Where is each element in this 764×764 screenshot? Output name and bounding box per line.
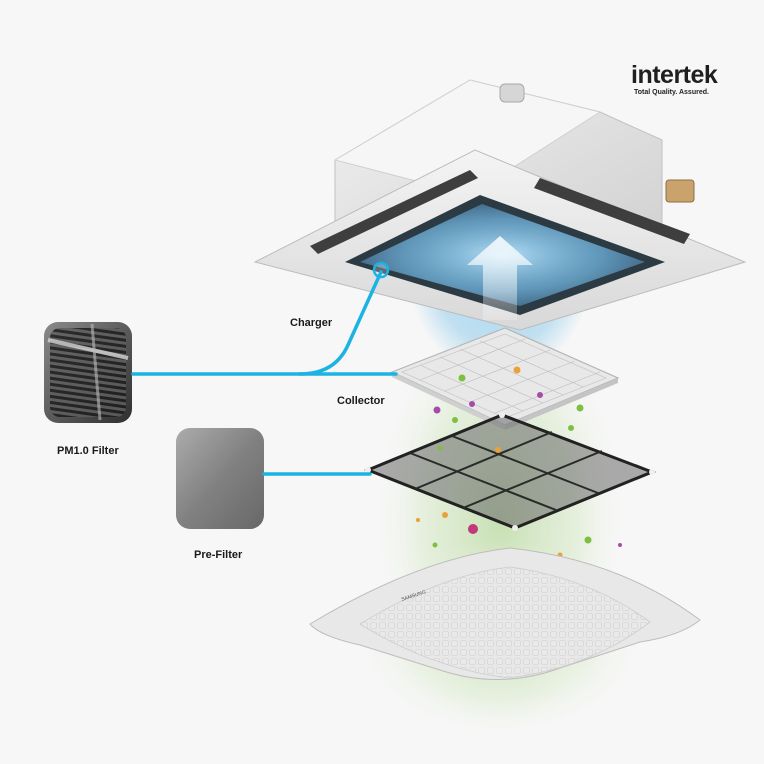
collector-label: Collector (337, 395, 385, 407)
pipe-fitting (499, 83, 525, 103)
charger-connector-line (131, 270, 383, 376)
pm10-filter-label: PM1.0 Filter (57, 445, 119, 457)
charger-label: Charger (290, 317, 333, 329)
logo-tagline: Total Quality. Assured. (634, 89, 709, 96)
pre-filter-thumbnail (176, 428, 264, 529)
grille-panel: SAMSUNG (309, 547, 701, 680)
cassette-unit (253, 79, 747, 331)
airflow-up-arrow (467, 236, 533, 320)
charger-marker (372, 261, 390, 279)
pre-filter-panel (363, 412, 657, 531)
control-box (665, 179, 695, 203)
intertek-logo: intertek Total Quality. Assured. (631, 62, 741, 96)
collector-panel (390, 327, 620, 430)
pm10-filter-thumbnail (44, 322, 132, 423)
logo-wordmark: intertek (631, 61, 718, 89)
pre-filter-label: Pre-Filter (194, 549, 243, 561)
